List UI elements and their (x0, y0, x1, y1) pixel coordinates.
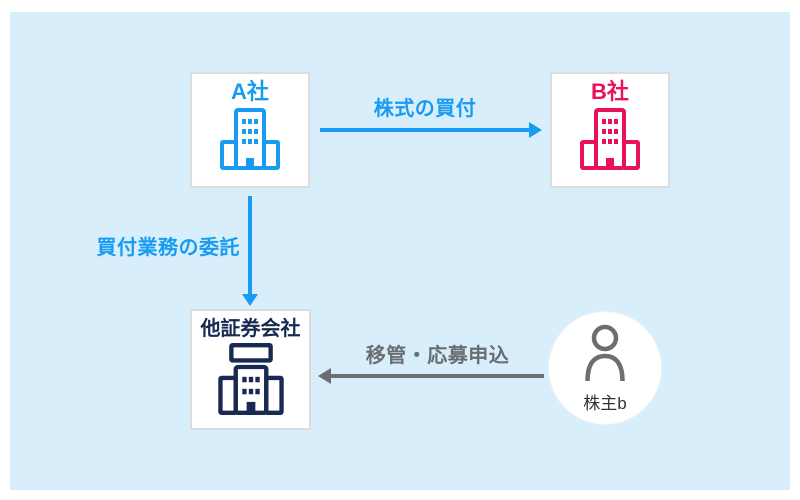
company-a-title: A社 (231, 79, 269, 104)
label-entrustment: 買付業務の委託 (96, 237, 240, 259)
node-securities-firm: 他証券会社 (190, 309, 311, 430)
building-icon (217, 108, 283, 175)
label-transfer-application: 移管・応募申込 (365, 345, 510, 367)
label-stock-purchase: 株式の買付 (373, 98, 477, 120)
node-company-b: B社 (550, 72, 670, 188)
person-icon (581, 323, 629, 388)
arrowhead-down-icon (242, 294, 258, 306)
securities-firm-title: 他証券会社 (200, 318, 301, 340)
company-b-title: B社 (591, 79, 629, 104)
shareholder-label: 株主b (583, 394, 627, 413)
node-shareholder-b: 株主b (548, 311, 662, 425)
node-company-a: A社 (190, 72, 310, 188)
arrow-stock-purchase (320, 128, 530, 132)
arrowhead-right-icon (529, 122, 542, 138)
arrow-entrustment (248, 196, 252, 294)
arrowhead-left-icon (318, 368, 331, 384)
securities-building-icon (215, 343, 287, 420)
building-icon (577, 108, 643, 175)
arrow-transfer-application (331, 374, 544, 378)
